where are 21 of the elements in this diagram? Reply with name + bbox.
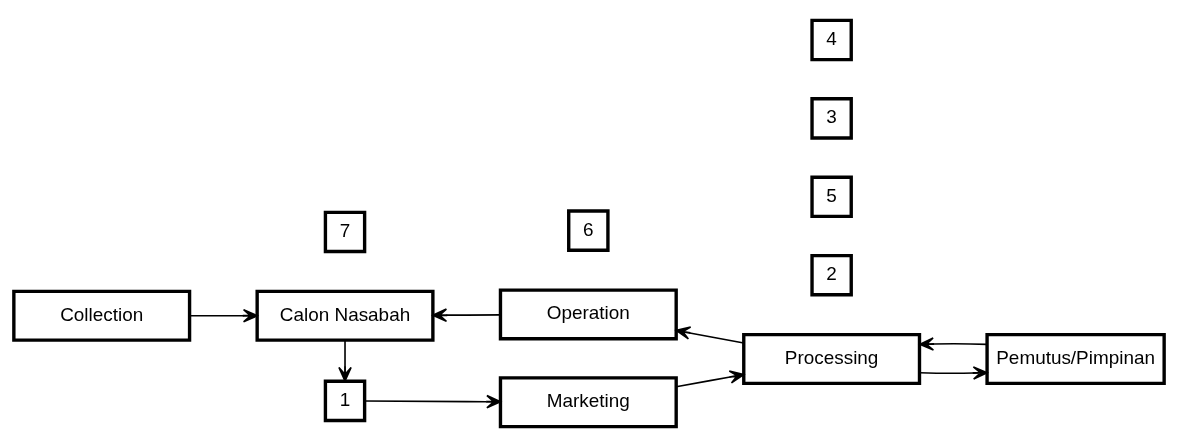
node-box: 2 — [810, 253, 853, 297]
node-box: 3 — [810, 97, 853, 140]
arrow — [364, 394, 502, 409]
node-box: Processing — [742, 333, 922, 386]
node-box: 4 — [810, 18, 853, 62]
arrow — [675, 370, 745, 388]
node-box: 5 — [810, 175, 853, 219]
arrow — [918, 366, 988, 380]
node-box: 7 — [323, 210, 367, 254]
arrow — [675, 326, 745, 344]
node-box: Pemutus/Pimpinan — [985, 333, 1166, 386]
node-box: 6 — [567, 209, 610, 252]
arrow — [918, 337, 988, 351]
node-box: Collection — [12, 289, 192, 342]
node-box: 1 — [323, 379, 367, 423]
arrow — [338, 339, 352, 382]
node-box: Marketing — [498, 376, 678, 429]
arrow — [432, 308, 502, 323]
node-box: Operation — [498, 288, 678, 341]
arrow — [188, 308, 258, 323]
node-box: Calon Nasabah — [255, 289, 435, 342]
